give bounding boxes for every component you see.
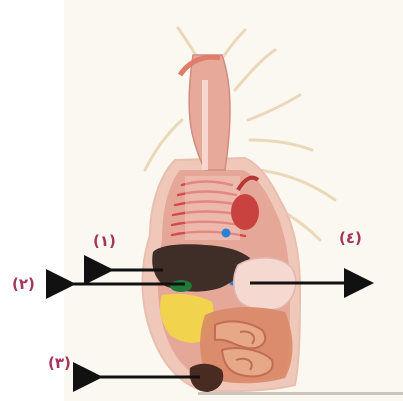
blue-marker-upper	[222, 229, 231, 238]
label-1: (١)	[93, 233, 116, 249]
gallbladder	[170, 280, 192, 292]
heart	[231, 194, 259, 230]
label-4: (٤)	[339, 230, 362, 246]
label-2: (٢)	[12, 276, 35, 292]
panel-bottom-edge	[198, 392, 403, 395]
label-3: (٣)	[48, 355, 71, 371]
